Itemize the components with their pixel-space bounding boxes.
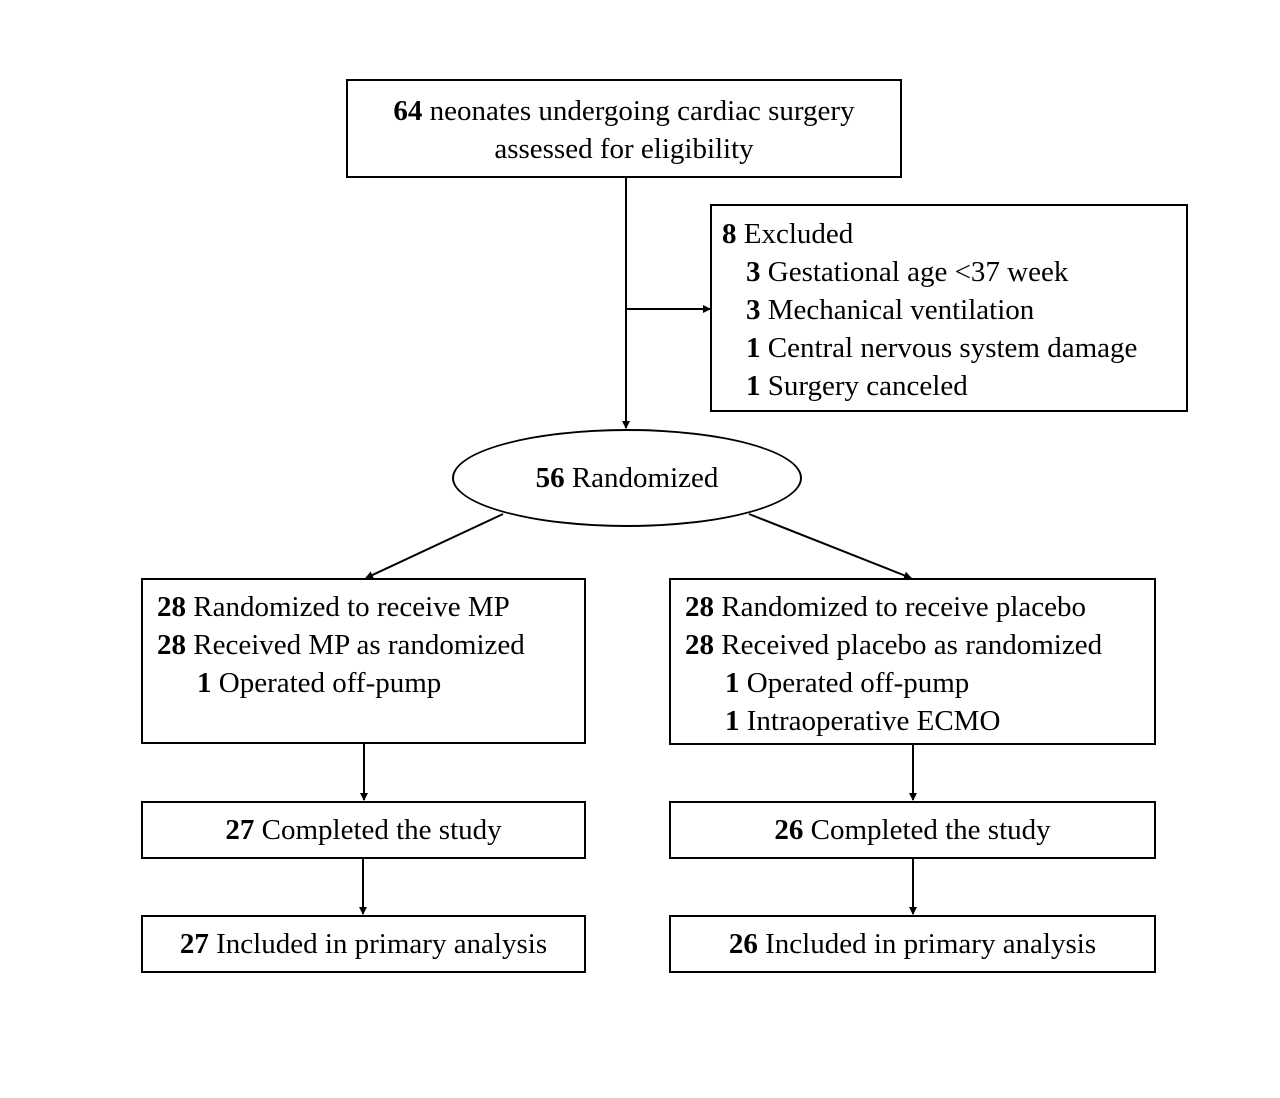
mp-allocated-count: 28 [157, 591, 186, 623]
excluded-item-label: Gestational age <37 week [760, 256, 1069, 288]
randomized-label: Randomized [564, 461, 719, 494]
randomized-text: 56 Randomized [536, 462, 719, 495]
assessed-box: 64 neonates undergoing cardiac surgery a… [346, 79, 902, 178]
excluded-label: Excluded [736, 218, 854, 250]
placebo-completed-count: 26 [774, 814, 804, 846]
placebo-allocated: 28 Randomized to receive placebo [685, 588, 1154, 626]
mp-note: 1 Operated off-pump [157, 664, 584, 702]
placebo-allocated-count: 28 [685, 591, 714, 623]
mp-completed-label: Completed the study [254, 814, 502, 846]
placebo-note: 1 Intraoperative ECMO [685, 702, 1154, 740]
assessed-count: 64 [393, 95, 423, 127]
excluded-item-count: 3 [746, 294, 761, 326]
placebo-received-label: Received placebo as randomized [714, 629, 1103, 661]
mp-completed-count: 27 [225, 814, 255, 846]
excluded-item-count: 1 [746, 370, 761, 402]
placebo-note-count: 1 [725, 705, 740, 737]
arrow-randomized-to-mp [365, 513, 504, 579]
placebo-note: 1 Operated off-pump [685, 664, 1154, 702]
mp-analyzed-box: 27 Included in primary analysis [141, 915, 586, 973]
mp-allocation-box: 28 Randomized to receive MP 28 Received … [141, 578, 586, 744]
mp-note-count: 1 [197, 667, 212, 699]
excluded-item-label: Central nervous system damage [760, 332, 1138, 364]
placebo-analyzed: 26 Included in primary analysis [729, 928, 1096, 960]
assessed-line1: 64 neonates undergoing cardiac surgery [348, 92, 900, 130]
placebo-received: 28 Received placebo as randomized [685, 626, 1154, 664]
mp-analyzed-count: 27 [179, 928, 209, 960]
excluded-item-count: 3 [746, 256, 761, 288]
mp-received: 28 Received MP as randomized [157, 626, 584, 664]
excluded-item: 1 Surgery canceled [722, 367, 1186, 405]
placebo-completed-label: Completed the study [803, 814, 1051, 846]
mp-allocated-label: Randomized to receive MP [186, 591, 510, 623]
excluded-item: 3 Gestational age <37 week [722, 253, 1186, 291]
randomized-ellipse: 56 Randomized [452, 429, 802, 527]
mp-note-label: Operated off-pump [211, 667, 442, 699]
excluded-header: 8 Excluded [722, 215, 1186, 253]
excluded-count: 8 [722, 218, 737, 250]
placebo-analyzed-count: 26 [728, 928, 758, 960]
placebo-allocation-box: 28 Randomized to receive placebo 28 Rece… [669, 578, 1156, 745]
assessed-line2: assessed for eligibility [494, 133, 754, 165]
randomized-count: 56 [535, 461, 565, 494]
assessed-label1: neonates undergoing cardiac surgery [422, 95, 855, 127]
placebo-allocated-label: Randomized to receive placebo [714, 591, 1087, 623]
excluded-item: 1 Central nervous system damage [722, 329, 1186, 367]
placebo-note-count: 1 [725, 667, 740, 699]
excluded-item: 3 Mechanical ventilation [722, 291, 1186, 329]
placebo-analyzed-label: Included in primary analysis [757, 928, 1097, 960]
mp-allocated: 28 Randomized to receive MP [157, 588, 584, 626]
arrow-randomized-to-placebo [748, 513, 912, 580]
mp-completed: 27 Completed the study [225, 814, 501, 846]
mp-analyzed-label: Included in primary analysis [208, 928, 548, 960]
placebo-note-label: Intraoperative ECMO [739, 705, 1001, 737]
placebo-note-label: Operated off-pump [739, 667, 970, 699]
excluded-box: 8 Excluded 3 Gestational age <37 week 3 … [710, 204, 1188, 412]
placebo-completed-box: 26 Completed the study [669, 801, 1156, 859]
mp-analyzed: 27 Included in primary analysis [180, 928, 547, 960]
placebo-completed: 26 Completed the study [774, 814, 1050, 846]
excluded-item-label: Surgery canceled [760, 370, 968, 402]
mp-received-label: Received MP as randomized [186, 629, 525, 661]
placebo-received-count: 28 [685, 629, 714, 661]
excluded-item-label: Mechanical ventilation [760, 294, 1035, 326]
excluded-item-count: 1 [746, 332, 761, 364]
placebo-analyzed-box: 26 Included in primary analysis [669, 915, 1156, 973]
mp-completed-box: 27 Completed the study [141, 801, 586, 859]
mp-received-count: 28 [157, 629, 186, 661]
